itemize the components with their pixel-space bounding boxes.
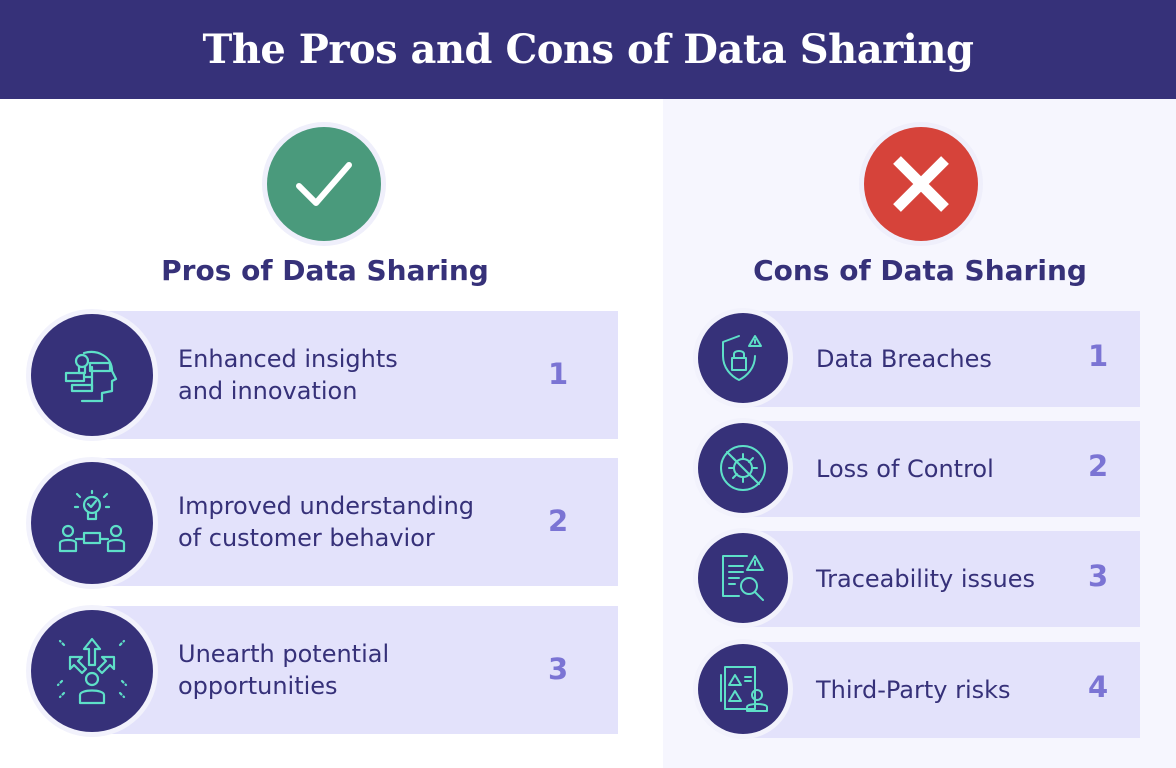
person-warning-icon [720, 666, 768, 712]
con-item-number: 4 [1088, 670, 1109, 704]
virus-blocked-icon [720, 445, 766, 491]
pro-item-1: Enhanced insights and innovation 1 [90, 311, 618, 439]
shield-lock-alert-icon [722, 335, 762, 381]
people-lightbulb-icon [58, 489, 126, 553]
con-item-number: 2 [1088, 449, 1109, 483]
pro-item-number: 3 [548, 652, 569, 686]
pro-item-label: Improved understanding of customer behav… [178, 492, 475, 552]
person-arrows-icon [56, 637, 128, 705]
cons-badge [864, 127, 978, 241]
con-item-1: Data Breaches 1 [742, 311, 1140, 407]
con-item-label: Third-Party risks [816, 676, 1011, 704]
cross-icon [893, 156, 949, 212]
pro-item-label: Enhanced insights and innovation [178, 345, 398, 405]
pro-item-3: Unearth potential opportunities 3 [90, 606, 618, 734]
con-item-label: Traceability issues [816, 565, 1036, 593]
pro-icon-circle-2 [31, 462, 153, 584]
document-search-alert-icon [722, 555, 764, 601]
con-icon-circle-3 [698, 533, 788, 623]
con-item-number: 3 [1088, 559, 1109, 593]
con-item-number: 1 [1088, 339, 1109, 373]
con-item-label: Loss of Control [816, 455, 994, 483]
pro-icon-circle-3 [31, 610, 153, 732]
con-item-3: Traceability issues 3 [742, 531, 1140, 627]
con-icon-circle-1 [698, 313, 788, 403]
pro-item-2: Improved understanding of customer behav… [90, 458, 618, 586]
con-icon-circle-4 [698, 644, 788, 734]
checkmark-icon [296, 162, 352, 206]
page-title: The Pros and Cons of Data Sharing [202, 26, 974, 73]
con-icon-circle-2 [698, 423, 788, 513]
brain-idea-icon [64, 350, 118, 403]
pro-item-number: 1 [548, 357, 569, 391]
pros-title: Pros of Data Sharing [161, 254, 489, 287]
pros-badge [267, 127, 381, 241]
con-item-label: Data Breaches [816, 345, 992, 373]
pro-icon-circle-1 [31, 314, 153, 436]
pro-item-number: 2 [548, 504, 569, 538]
pro-item-label: Unearth potential opportunities [178, 640, 390, 700]
header-banner: The Pros and Cons of Data Sharing [0, 0, 1176, 99]
con-item-4: Third-Party risks 4 [742, 642, 1140, 738]
cons-title: Cons of Data Sharing [753, 254, 1087, 287]
con-item-2: Loss of Control 2 [742, 421, 1140, 517]
